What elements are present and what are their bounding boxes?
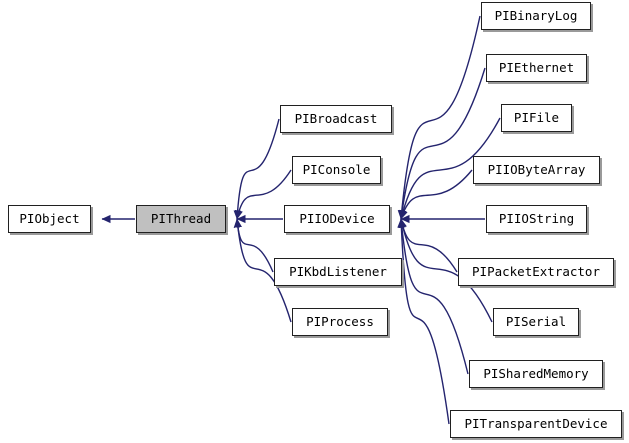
- class-node-pibroadcast[interactable]: PIBroadcast: [280, 105, 392, 133]
- class-node-pikbdlistener[interactable]: PIKbdListener: [274, 258, 402, 286]
- class-node-piobject[interactable]: PIObject: [8, 205, 91, 233]
- class-node-piiodevice[interactable]: PIIODevice: [284, 205, 390, 233]
- inheritance-edge-pibroadcast-to-pithread: [233, 118, 280, 220]
- class-node-pipacketextractor[interactable]: PIPacketExtractor: [458, 258, 614, 286]
- class-node-pibinarylog[interactable]: PIBinaryLog: [481, 2, 591, 30]
- class-node-label: PIFile: [513, 109, 560, 125]
- class-node-label: PITransparentDevice: [464, 415, 608, 431]
- inheritance-edge-pibinarylog-to-piiodevice: [397, 15, 481, 220]
- class-node-label: PISerial: [505, 313, 567, 329]
- inheritance-edge-piiobytearray-to-piiodevice: [399, 169, 473, 220]
- class-node-label: PIIOString: [498, 210, 575, 226]
- class-node-piprocess[interactable]: PIProcess: [292, 308, 388, 336]
- inheritance-edge-piethernet-to-piiodevice: [398, 67, 486, 220]
- class-node-label: PIIODevice: [299, 210, 375, 226]
- class-node-label: PIEthernet: [498, 59, 575, 75]
- inheritance-edge-piconsole-to-pithread: [234, 169, 292, 220]
- class-node-label: PIObject: [19, 210, 80, 226]
- class-node-label: PIProcess: [306, 313, 374, 329]
- class-node-piconsole[interactable]: PIConsole: [292, 156, 381, 184]
- class-node-pisharedmemory[interactable]: PISharedMemory: [469, 360, 603, 388]
- class-node-label: PIPacketExtractor: [472, 263, 600, 279]
- class-node-pithread[interactable]: PIThread: [136, 205, 226, 233]
- class-node-piiostring[interactable]: PIIOString: [486, 205, 587, 233]
- inheritance-edge-pipacketextractor-to-piiodevice: [398, 218, 458, 273]
- class-node-label: PIThread: [150, 210, 212, 226]
- class-node-piiobytearray[interactable]: PIIOByteArray: [473, 156, 600, 184]
- class-node-label: PISharedMemory: [483, 365, 589, 381]
- inheritance-edge-pikbdlistener-to-pithread: [233, 218, 274, 273]
- class-node-label: PIConsole: [302, 161, 371, 177]
- class-node-pitransparentdevice[interactable]: PITransparentDevice: [450, 410, 622, 438]
- class-node-label: PIIOByteArray: [487, 161, 586, 177]
- inheritance-edge-pisharedmemory-to-piiodevice: [397, 218, 469, 375]
- class-node-piethernet[interactable]: PIEthernet: [486, 54, 587, 82]
- class-node-piserial[interactable]: PISerial: [493, 308, 579, 336]
- class-node-label: PIBinaryLog: [494, 7, 578, 23]
- class-node-pifile[interactable]: PIFile: [501, 104, 572, 132]
- inheritance-edge-pitransparentdevice-to-piiodevice: [397, 218, 450, 425]
- class-node-label: PIKbdListener: [289, 263, 387, 279]
- class-node-label: PIBroadcast: [294, 110, 378, 126]
